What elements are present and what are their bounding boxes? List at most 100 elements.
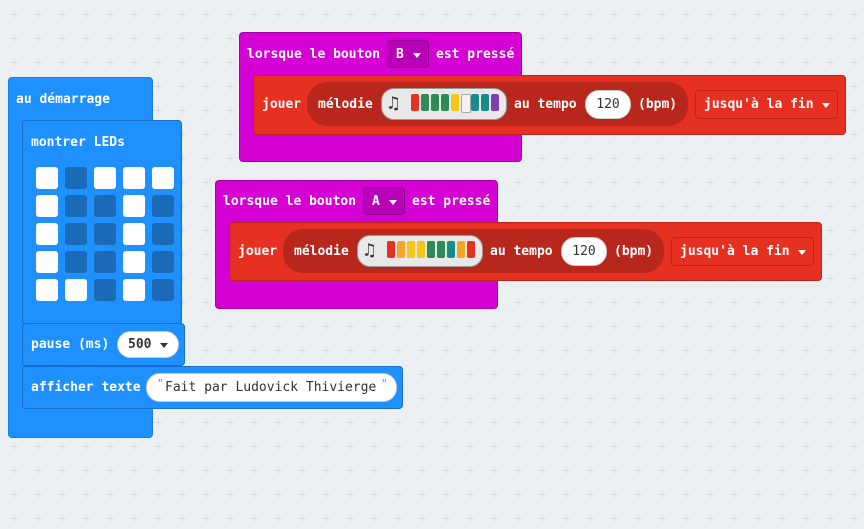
grid-cross xyxy=(490,322,498,330)
led-cell[interactable] xyxy=(36,223,58,245)
led-cell[interactable] xyxy=(94,279,116,301)
button-b-dropdown[interactable]: B xyxy=(387,40,429,68)
grid-cross xyxy=(226,346,234,354)
grid-cross xyxy=(658,34,666,42)
melody-note xyxy=(431,94,439,111)
grid-cross xyxy=(226,106,234,114)
led-cell[interactable] xyxy=(94,167,116,189)
chevron-down-icon xyxy=(822,103,830,108)
grid-cross xyxy=(226,418,234,426)
grid-cross xyxy=(802,154,810,162)
grid-cross xyxy=(10,490,18,498)
grid-cross xyxy=(682,322,690,330)
grid-cross xyxy=(706,370,714,378)
play-label-a: jouer xyxy=(238,244,278,259)
led-cell[interactable] xyxy=(123,195,145,217)
pause-value: 500 xyxy=(128,337,152,352)
grid-cross xyxy=(418,418,426,426)
grid-cross xyxy=(106,442,114,450)
led-cell[interactable] xyxy=(36,195,58,217)
grid-cross xyxy=(610,370,618,378)
led-cell[interactable] xyxy=(65,223,87,245)
grid-cross xyxy=(754,346,762,354)
button-b-suffix: est pressé xyxy=(436,47,515,62)
grid-cross xyxy=(346,346,354,354)
grid-cross xyxy=(610,346,618,354)
led-cell[interactable] xyxy=(123,279,145,301)
grid-cross xyxy=(802,394,810,402)
grid-cross xyxy=(346,322,354,330)
grid-cross xyxy=(826,322,834,330)
tempo-input-b[interactable]: 120 xyxy=(585,90,631,119)
melody-editor-b[interactable]: ♫ xyxy=(381,88,507,120)
led-cell[interactable] xyxy=(65,167,87,189)
grid-cross xyxy=(586,58,594,66)
led-cell[interactable] xyxy=(152,251,174,273)
grid-cross xyxy=(706,178,714,186)
led-cell[interactable] xyxy=(94,251,116,273)
grid-cross xyxy=(202,202,210,210)
grid-cross xyxy=(322,466,330,474)
led-cell[interactable] xyxy=(152,279,174,301)
led-cell[interactable] xyxy=(36,251,58,273)
grid-cross xyxy=(634,490,642,498)
play-mode-dropdown-b[interactable]: jusqu'à la fin xyxy=(695,90,838,119)
grid-cross xyxy=(178,106,186,114)
led-cell[interactable] xyxy=(94,195,116,217)
show-leds-label: montrer LEDs xyxy=(31,135,125,150)
grid-cross xyxy=(538,322,546,330)
grid-cross xyxy=(538,58,546,66)
grid-cross xyxy=(730,10,738,18)
grid-cross xyxy=(778,298,786,306)
grid-cross xyxy=(730,442,738,450)
grid-cross xyxy=(802,10,810,18)
led-cell[interactable] xyxy=(123,223,145,245)
led-cell[interactable] xyxy=(152,167,174,189)
grid-cross xyxy=(226,154,234,162)
melody-note xyxy=(471,94,479,111)
grid-cross xyxy=(562,202,570,210)
button-a-dropdown[interactable]: A xyxy=(363,187,405,215)
grid-cross xyxy=(58,442,66,450)
led-cell[interactable] xyxy=(94,223,116,245)
grid-cross xyxy=(466,370,474,378)
grid-cross xyxy=(778,34,786,42)
grid-cross xyxy=(586,322,594,330)
led-cell[interactable] xyxy=(36,167,58,189)
grid-cross xyxy=(706,10,714,18)
chevron-down-icon xyxy=(798,250,806,255)
grid-cross xyxy=(730,370,738,378)
led-cell[interactable] xyxy=(123,167,145,189)
grid-cross xyxy=(202,466,210,474)
grid-cross xyxy=(202,418,210,426)
melody-note xyxy=(447,241,455,258)
led-matrix[interactable] xyxy=(36,167,176,301)
grid-cross xyxy=(730,34,738,42)
grid-cross xyxy=(658,202,666,210)
grid-cross xyxy=(682,10,690,18)
grid-cross xyxy=(178,154,186,162)
led-cell[interactable] xyxy=(65,195,87,217)
grid-cross xyxy=(682,490,690,498)
melody-editor-a[interactable]: ♫ xyxy=(357,235,483,267)
led-cell[interactable] xyxy=(65,279,87,301)
grid-cross xyxy=(658,418,666,426)
play-mode-dropdown-a[interactable]: jusqu'à la fin xyxy=(671,237,814,266)
grid-cross xyxy=(682,298,690,306)
grid-cross xyxy=(178,130,186,138)
show-string-input[interactable]: " Fait par Ludovick Thivierge " xyxy=(146,373,397,402)
led-cell[interactable] xyxy=(152,223,174,245)
tempo-input-a[interactable]: 120 xyxy=(561,237,607,266)
grid-cross xyxy=(634,58,642,66)
pause-value-dropdown[interactable]: 500 xyxy=(117,331,179,358)
grid-cross xyxy=(346,514,354,522)
grid-cross xyxy=(778,418,786,426)
led-cell[interactable] xyxy=(152,195,174,217)
led-cell[interactable] xyxy=(36,279,58,301)
grid-cross xyxy=(802,178,810,186)
led-cell[interactable] xyxy=(65,251,87,273)
led-cell[interactable] xyxy=(123,251,145,273)
grid-cross xyxy=(706,442,714,450)
tempo-value-a: 120 xyxy=(572,244,596,259)
